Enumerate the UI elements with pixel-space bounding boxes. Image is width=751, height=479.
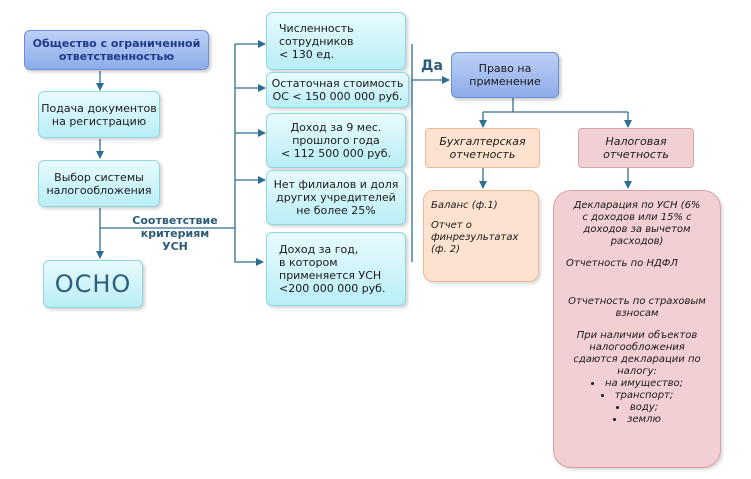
osno-box: ОСНО	[43, 260, 143, 308]
choose-tax-system-box: Выбор системы налогообложения	[38, 160, 160, 207]
accounting-panel-text: Баланс (ф.1) Отчет о финрезультатах (ф. …	[431, 200, 535, 256]
yes-label: Да	[421, 58, 443, 74]
accounting-reports-box: Бухгалтерская отчетность	[425, 128, 540, 168]
criteria-fixed-assets-box: Остаточная стоимость ОС < 150 000 000 ру…	[266, 72, 409, 108]
object-land: землю	[558, 414, 716, 426]
financial-results-text: Отчет о финрезультатах (ф. 2)	[431, 220, 519, 255]
tax-reports-box: Налоговая отчетность	[578, 128, 694, 168]
objects-intro-text: При наличии объектов налогообложения сда…	[573, 330, 701, 377]
criteria-income-9-months-box: Доход за 9 мес. прошлого года < 112 500 …	[266, 113, 406, 168]
right-to-apply-box: Право на применение	[451, 52, 559, 98]
ndfl-text: Отчетность по НДФЛ	[566, 258, 678, 269]
criteria-annual-income-box: Доход за год, в котором применяется УСН …	[266, 232, 406, 306]
tax-objects-list: на имущество; транспорт; воду; землю	[558, 378, 716, 426]
object-transport: транспорт;	[558, 390, 716, 402]
criteria-branches-box: Нет филиалов и доля других учредителей н…	[266, 170, 406, 225]
llc-box: Общество с ограниченной ответственностью	[24, 30, 209, 70]
object-property: на имущество;	[558, 378, 716, 390]
insurance-text: Отчетность по страховым взносам	[568, 296, 706, 319]
criteria-match-label: Соответствие критериям УСН	[132, 214, 218, 253]
tax-panel	[553, 190, 721, 468]
tax-panel-text: Декларация по УСН (6% с доходов или 15% …	[558, 200, 716, 426]
accounting-panel	[423, 190, 539, 282]
object-water: воду;	[558, 402, 716, 414]
submit-documents-box: Подача документов на регистрацию	[38, 91, 160, 138]
balance-text: Баланс (ф.1)	[431, 200, 498, 211]
branch-criteria-5	[234, 228, 264, 266]
criteria-employees-box: Численность сотрудников < 130 ед.	[266, 12, 406, 70]
usn-declaration-text: Декларация по УСН (6% с доходов или 15% …	[573, 200, 701, 247]
